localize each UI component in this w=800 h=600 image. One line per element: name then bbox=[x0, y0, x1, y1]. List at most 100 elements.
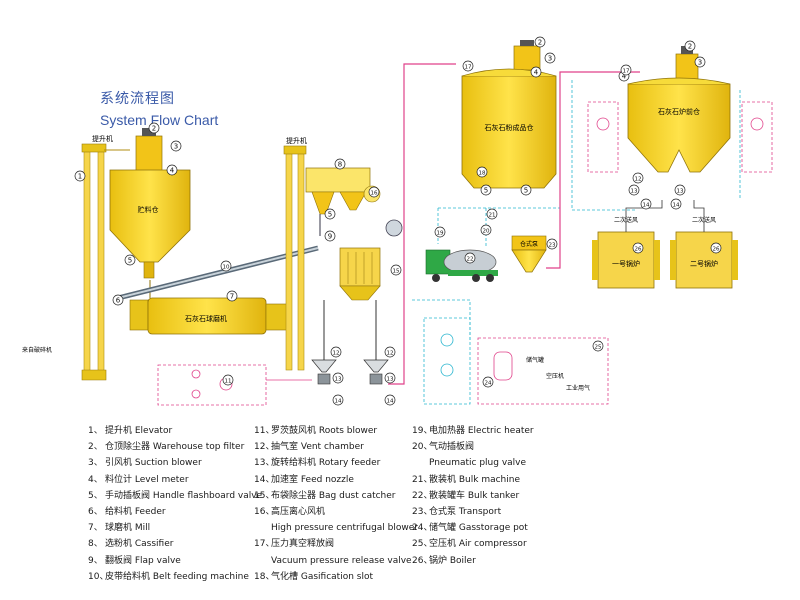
callout-number: 4 bbox=[170, 167, 175, 175]
legend-item-number: 24、 bbox=[412, 523, 433, 534]
callout-24: 24 bbox=[482, 376, 494, 388]
callout-13: 13 bbox=[384, 372, 396, 384]
callout-number: 16 bbox=[371, 191, 378, 197]
callout-5: 5 bbox=[480, 184, 492, 196]
callout-3: 3 bbox=[694, 56, 706, 68]
legend-item-number: 26、 bbox=[412, 555, 433, 566]
callout-13: 13 bbox=[628, 184, 640, 196]
callout-number: 17 bbox=[623, 69, 630, 75]
callout-14: 14 bbox=[332, 394, 344, 406]
legend-item-number: 2、 bbox=[88, 442, 103, 453]
callout-12: 12 bbox=[632, 172, 644, 184]
callout-19: 19 bbox=[434, 226, 446, 238]
callout-14: 14 bbox=[670, 198, 682, 210]
legend-item: 10、皮带给料机 Belt feeding machine bbox=[88, 569, 262, 585]
callout-8: 8 bbox=[334, 158, 346, 170]
legend-item-text: 加速室 Feed nozzle bbox=[271, 474, 354, 485]
callout-number: 20 bbox=[483, 229, 490, 235]
callout-number: 14 bbox=[335, 399, 342, 405]
callout-15: 15 bbox=[390, 264, 402, 276]
work-air-label: 工业用气 bbox=[566, 384, 590, 392]
legend-item-text: 散装罐车 Bulk tanker bbox=[429, 490, 520, 501]
callout-21: 21 bbox=[486, 208, 498, 220]
callout-14: 14 bbox=[640, 198, 652, 210]
callout-number: 6 bbox=[116, 297, 121, 305]
gas-tank-label: 储气罐 bbox=[526, 356, 544, 364]
legend-item: 7、球磨机 Mill bbox=[88, 520, 262, 536]
callout-26: 26 bbox=[632, 242, 644, 254]
callout-number: 5 bbox=[484, 187, 488, 195]
boiler-1-label: 一号锅炉 bbox=[612, 259, 640, 268]
callout-number: 5 bbox=[128, 257, 132, 265]
callout-22: 22 bbox=[464, 252, 476, 264]
legend-item: 3、引风机 Suction blower bbox=[88, 455, 262, 471]
legend-item-text: 仓顶除尘器 Warehouse top filter bbox=[105, 442, 245, 453]
callout-5: 5 bbox=[124, 254, 136, 266]
callout-9: 9 bbox=[324, 230, 336, 242]
ball-mill: 石灰石球磨机 bbox=[129, 280, 289, 335]
legend-item-number: 23、 bbox=[412, 506, 433, 517]
lime-silo-label: 石灰石炉前仓 bbox=[658, 107, 700, 116]
callout-number: 3 bbox=[698, 59, 702, 67]
legend-item-number: 22、 bbox=[412, 490, 433, 501]
air-comp-label: 空压机 bbox=[546, 372, 564, 380]
callout-number: 4 bbox=[622, 73, 627, 81]
legend-item-number: 20、 bbox=[412, 442, 433, 453]
raw-material-label: 来自破碎机 bbox=[22, 346, 52, 354]
legend-item-number: 21、 bbox=[412, 474, 433, 485]
diagram-title-cn: 系统流程图 bbox=[100, 91, 175, 107]
legend-item: 21、散装机 Bulk machine bbox=[412, 472, 534, 488]
legend-item-text: 气动插板阀 bbox=[429, 442, 475, 453]
legend-item-text: 抽气室 Vent chamber bbox=[271, 442, 364, 453]
legend-item-number: 17、 bbox=[254, 539, 275, 550]
callout-number: 13 bbox=[677, 189, 684, 195]
legend-item-text: 选粉机 Cassifier bbox=[105, 539, 174, 550]
callout-5: 5 bbox=[324, 208, 336, 220]
legend-item-text: 引风机 Suction blower bbox=[105, 458, 202, 469]
callout-6: 6 bbox=[112, 294, 124, 306]
legend-item-text: 翻板阀 Flap valve bbox=[105, 555, 181, 566]
legend-item-number: 3、 bbox=[88, 458, 103, 469]
callout-2: 2 bbox=[148, 122, 160, 134]
legend-item: Vacuum pressure release valve bbox=[254, 553, 418, 569]
flow-diagram: 提升机 贮料仓 石灰石球磨机 提升机 bbox=[22, 36, 773, 406]
callout-number: 3 bbox=[174, 143, 178, 151]
legend-item-text: 高压离心风机 bbox=[271, 506, 326, 517]
callout-20: 20 bbox=[480, 224, 492, 236]
legend-item-text: 储气罐 Gasstorage pot bbox=[429, 523, 528, 534]
bulk-pump-label: 仓式泵 bbox=[520, 240, 538, 248]
callout-number: 1 bbox=[78, 173, 82, 181]
legend-item-number: 15、 bbox=[254, 490, 275, 501]
finished-silo: 石灰石粉成品仓 bbox=[461, 40, 557, 189]
callout-4: 4 bbox=[530, 66, 542, 78]
legend-item-number: 5、 bbox=[88, 490, 103, 501]
legend-item-text: 散装机 Bulk machine bbox=[429, 474, 520, 485]
callout-1: 1 bbox=[74, 170, 86, 182]
callout-number: 22 bbox=[467, 257, 474, 263]
callout-number: 13 bbox=[335, 377, 342, 383]
callout-number: 23 bbox=[549, 243, 556, 249]
legend-item-text: 罗茨鼓风机 Roots blower bbox=[271, 426, 378, 436]
mill-label: 石灰石球磨机 bbox=[185, 314, 227, 323]
legend-item-number: 8、 bbox=[88, 539, 103, 550]
callout-17: 17 bbox=[620, 64, 632, 76]
callout-number: 9 bbox=[328, 233, 332, 241]
callout-13: 13 bbox=[674, 184, 686, 196]
legend-item: 22、散装罐车 Bulk tanker bbox=[412, 488, 534, 504]
callout-number: 19 bbox=[437, 231, 444, 237]
legend-item: 8、选粉机 Cassifier bbox=[88, 536, 262, 552]
legend-item: High pressure centrifugal blower bbox=[254, 520, 418, 536]
callout-23: 23 bbox=[546, 238, 558, 250]
legend-item-text: 皮带给料机 Belt feeding machine bbox=[105, 571, 249, 582]
legend-item: 2、仓顶除尘器 Warehouse top filter bbox=[88, 439, 262, 455]
callout-number: 25 bbox=[595, 345, 602, 351]
callout-12: 12 bbox=[384, 346, 396, 358]
callout-number: 12 bbox=[635, 177, 642, 183]
legend-item-number: 11、 bbox=[254, 426, 275, 436]
classifier bbox=[305, 167, 403, 237]
legend-item: 26、锅炉 Boiler bbox=[412, 553, 534, 569]
callout-number: 26 bbox=[635, 247, 642, 253]
callout-5: 5 bbox=[520, 184, 532, 196]
rotary-feeders-left bbox=[311, 300, 389, 385]
